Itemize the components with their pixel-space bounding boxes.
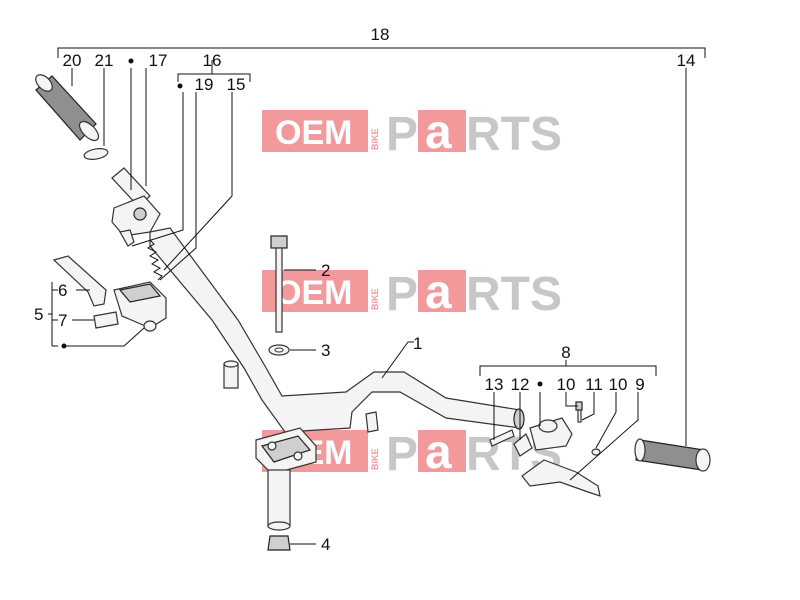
callout-labels: 18 20 21 17 16 19 15 14 2 3 4 1 5 6 7 8 … [34,25,695,554]
callout-17: 21 [95,51,114,70]
callout-4: 4 [321,535,330,554]
callout-19: 16 [203,51,222,70]
svg-text:OEM: OEM [275,274,352,312]
nut [267,535,291,551]
callout-6: 6 [58,281,67,300]
bolt [270,235,288,333]
washer [268,344,290,356]
steering-stem [267,469,291,531]
callout-12: 12 [511,375,530,394]
svg-text:BIKE: BIKE [370,448,380,470]
callout-18: 17 [149,51,168,70]
svg-text:BIKE: BIKE [370,128,380,150]
svg-text:P: P [386,108,418,161]
bullet-dot-group5 [61,343,67,349]
callout-13: 13 [485,375,504,394]
svg-text:a: a [425,266,452,319]
callout-2: 2 [321,261,330,280]
callout-10-first: 10 [557,375,576,394]
callout-15: 14 [677,51,696,70]
bullet-dot-group19 [177,83,183,89]
callout-1: 1 [413,334,422,353]
callout-14: 18 [371,25,390,44]
left-lever [52,255,107,307]
callout-10-second: 10 [609,375,628,394]
svg-text:OEM: OEM [275,114,352,152]
bullet-dot-top-left [128,58,134,64]
callout-16: 20 [63,51,82,70]
callout-9: 9 [635,375,644,394]
watermark-top: OEM BIKE P a RTS [262,106,562,161]
left-grip [35,74,100,142]
svg-text:RTS: RTS [466,108,562,161]
callout-3: 3 [321,341,330,360]
spring [147,239,163,281]
leader-lines [48,47,706,545]
callout-5: 5 [34,305,43,324]
clamp [93,311,119,329]
svg-text:a: a [425,106,452,159]
master-cylinder [113,281,167,332]
bullet-dots [61,58,543,387]
right-grip [634,438,711,472]
svg-text:P: P [386,428,418,481]
svg-text:BIKE: BIKE [370,288,380,310]
callout-21: 19 [195,75,214,94]
callout-20: 15 [227,75,246,94]
svg-text:a: a [425,426,452,479]
stem-clamp [255,427,317,475]
bullet-dot-group8 [537,381,543,387]
grip-ring [83,148,109,160]
handlebar-tube [149,227,525,433]
callout-11: 11 [585,375,603,394]
watermark-middle: OEM BIKE P a RTS [262,266,562,321]
callout-8: 8 [561,343,570,362]
right-control-assembly [489,401,601,497]
svg-text:P: P [386,268,418,321]
callout-7: 7 [58,311,67,330]
svg-text:RTS: RTS [466,268,562,321]
